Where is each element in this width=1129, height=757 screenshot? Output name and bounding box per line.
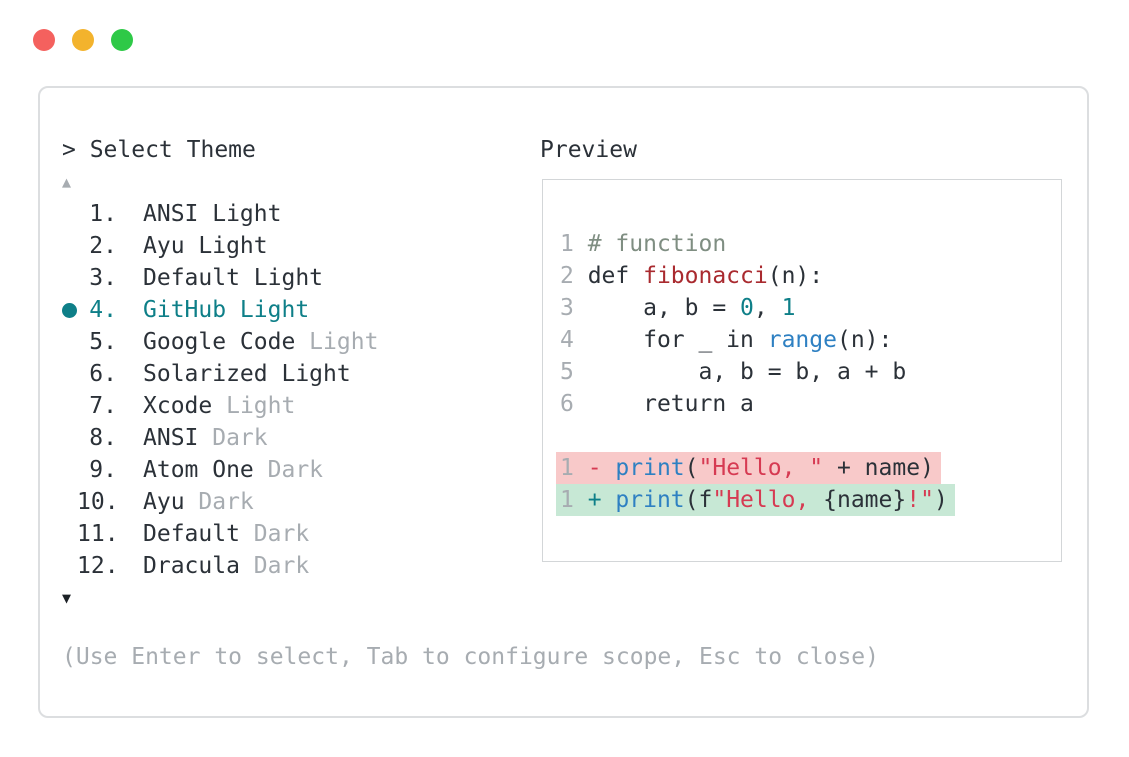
theme-item-label: Atom One Dark [143, 457, 324, 483]
selector-prompt: > Select Theme [62, 137, 256, 163]
code-line: 6 return a [560, 391, 754, 417]
diff-line-del: 1 - print("Hello, " + name) [556, 452, 1061, 484]
close-button[interactable] [33, 29, 55, 51]
diff-highlight: 1 - print("Hello, " + name) [556, 452, 941, 484]
theme-item-number: 6. [89, 361, 117, 387]
theme-item-variant: Dark [184, 489, 254, 515]
theme-item-label: Default Light [143, 265, 324, 291]
theme-item-number: 5. [89, 329, 117, 355]
code-line: 3 a, b = 0, 1 [560, 295, 796, 321]
theme-item-label: Google Code Light [143, 329, 379, 355]
code-line [560, 420, 1061, 452]
theme-item-solarized-light[interactable]: 6. Solarized Light [62, 358, 532, 390]
theme-item-label: Ayu Light [143, 233, 268, 259]
theme-item-variant: Dark [198, 425, 268, 451]
scroll-down-icon[interactable]: ▼ [62, 589, 72, 607]
theme-item-variant: Dark [239, 521, 310, 547]
theme-item-ansi[interactable]: 8. ANSI Dark [62, 422, 532, 454]
theme-item-variant: Dark [239, 553, 310, 579]
theme-item-label: ANSI Dark [143, 425, 268, 451]
theme-item-default[interactable]: 11. Default Dark [62, 518, 532, 550]
theme-item-ayu-light[interactable]: 2. Ayu Light [62, 230, 532, 262]
theme-item-label: Ayu Dark [143, 489, 254, 515]
theme-picker-panel: > Select Theme ▲ 1. ANSI Light 2. Ayu Light… [38, 86, 1089, 718]
theme-item-github-light[interactable]: 4. GitHub Light [62, 294, 532, 326]
theme-item-xcode[interactable]: 7. Xcode Light [62, 390, 532, 422]
diff-highlight: 1 + print(f"Hello, {name}!") [556, 484, 955, 516]
theme-item-number: 11. [77, 521, 119, 547]
theme-item-label: Dracula Dark [143, 553, 310, 579]
theme-item-label: Default Dark [143, 521, 310, 547]
theme-selector: > Select Theme ▲ 1. ANSI Light 2. Ayu Light… [62, 134, 879, 670]
theme-item-number: 12. [77, 553, 119, 579]
diff-line-add: 1 + print(f"Hello, {name}!") [556, 484, 1061, 516]
theme-item-variant: Light [295, 329, 379, 355]
theme-item-dracula[interactable]: 12. Dracula Dark [62, 550, 532, 582]
panel-content: > Select Theme ▲ 1. ANSI Light 2. Ayu Light… [62, 134, 1077, 716]
theme-item-default-light[interactable]: 3. Default Light [62, 262, 532, 294]
theme-item-number: 3. [89, 265, 117, 291]
theme-item-number: 2. [89, 233, 117, 259]
theme-item-number: 9. [89, 457, 117, 483]
theme-item-number: 10. [77, 489, 119, 515]
theme-item-ansi-light[interactable]: 1. ANSI Light [62, 198, 532, 230]
theme-item-number: 1. [89, 201, 117, 227]
preview-section: Preview 1 # function 2 def fibonacci(n): 3… [540, 134, 1066, 562]
code-line: 1 # function [560, 231, 727, 257]
theme-item-variant: Dark [253, 457, 324, 483]
theme-item-variant: Light [212, 393, 296, 419]
window-controls [33, 29, 133, 51]
code-line: 4 for _ in range(n): [560, 327, 893, 353]
preview-title: Preview [540, 137, 637, 163]
maximize-button[interactable] [111, 29, 133, 51]
theme-item-label: Xcode Light [143, 393, 296, 419]
theme-list: 1. ANSI Light 2. Ayu Light 3. Default Light 4.… [62, 198, 532, 582]
minimize-button[interactable] [72, 29, 94, 51]
code-line: 5 a, b = b, a + b [560, 359, 907, 385]
preview-code: 1 # function 2 def fibonacci(n): 3 a, b = … [542, 179, 1062, 562]
theme-item-label: Solarized Light [143, 361, 351, 387]
code-line: 2 def fibonacci(n): [560, 263, 824, 289]
selected-indicator-icon [62, 303, 77, 318]
theme-item-ayu[interactable]: 10. Ayu Dark [62, 486, 532, 518]
theme-item-atom-one[interactable]: 9. Atom One Dark [62, 454, 532, 486]
theme-item-number: 8. [89, 425, 117, 451]
theme-item-label: ANSI Light [143, 201, 282, 227]
theme-item-label: GitHub Light [143, 297, 310, 323]
keyboard-hint: (Use Enter to select, Tab to configure s… [62, 644, 879, 670]
theme-item-number: 4. [89, 297, 117, 323]
scroll-up-icon[interactable]: ▲ [62, 173, 72, 191]
theme-item-google-code[interactable]: 5. Google Code Light [62, 326, 532, 358]
theme-item-number: 7. [89, 393, 117, 419]
